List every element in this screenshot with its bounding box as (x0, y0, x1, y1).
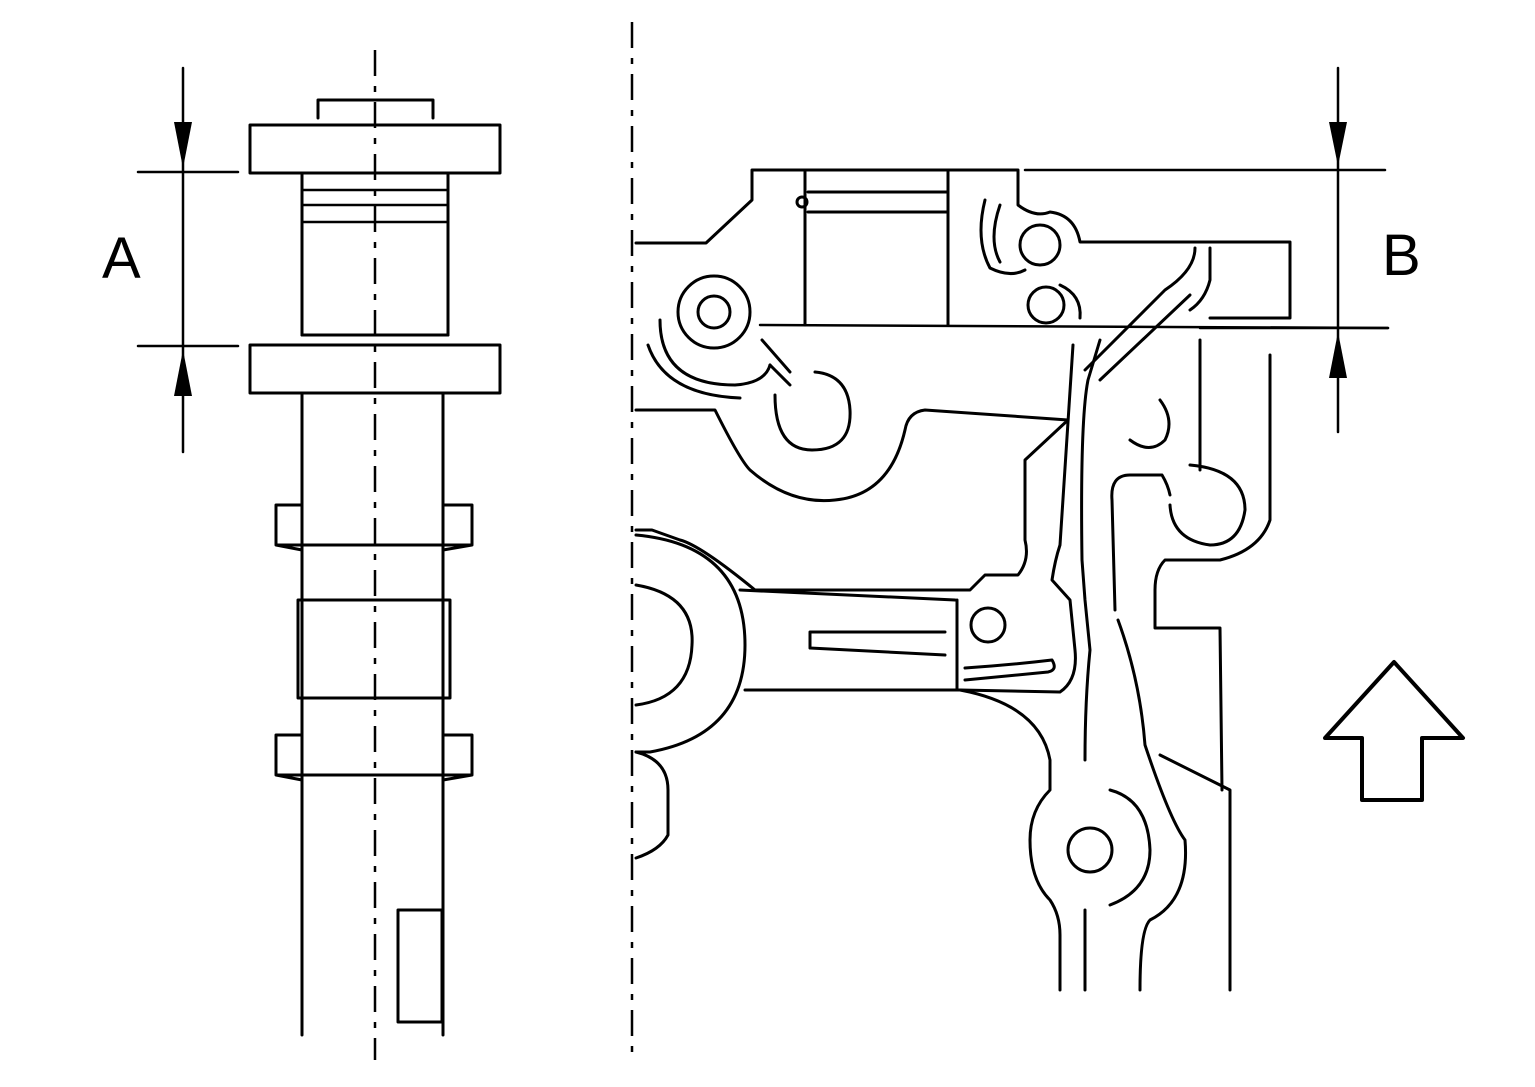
head-right-outline (1153, 338, 1272, 792)
camshaft-lower-flange (248, 343, 502, 395)
bolt-boss-4 (773, 370, 852, 452)
dimension-a-arrow-bottom (174, 350, 192, 396)
camshaft-journal (300, 171, 450, 337)
dimension-a-arrow-top (174, 122, 192, 168)
oil-channel (1083, 246, 1212, 382)
rocker-arm (738, 588, 962, 692)
bolt-hole-6 (1066, 826, 1114, 874)
head-lower-left-leg (958, 688, 1062, 992)
camshaft-top-cap (316, 98, 435, 120)
bolt-hole-1 (696, 294, 732, 330)
head-mid-body (634, 408, 1070, 592)
dimension-b-arrow-top (1329, 122, 1347, 166)
bolt-boss-8 (1168, 463, 1247, 547)
camshaft-bearing (296, 598, 452, 700)
up-arrow-icon (1323, 660, 1465, 802)
left-boss-outer (634, 533, 747, 754)
bolt-boss-7 (1128, 398, 1171, 449)
head-bearing-cap (803, 170, 950, 327)
dimension-b: B (1023, 66, 1421, 434)
dimension-b-arrow-bottom (1329, 332, 1347, 378)
camshaft-upper-flange (248, 123, 502, 175)
left-boss-inner (634, 583, 694, 707)
dimension-b-label: B (1382, 223, 1421, 288)
bolt-hole-2 (1018, 223, 1062, 267)
bolt-hole-5 (969, 606, 1007, 644)
cam-lobe-2 (274, 733, 474, 797)
bolt-hole-3 (1026, 285, 1066, 325)
bolt-boss-1 (676, 274, 752, 350)
cylinder-head-view (634, 168, 1390, 992)
journal-grooves (300, 188, 450, 224)
head-top-outline (634, 168, 1292, 320)
camshaft-view (248, 50, 502, 1060)
camshaft-slot (396, 908, 444, 1024)
cam-lobe-1 (274, 503, 474, 567)
camshaft-shaft (300, 391, 445, 1037)
dimension-a: A (102, 66, 240, 454)
dimension-a-label: A (102, 226, 141, 291)
